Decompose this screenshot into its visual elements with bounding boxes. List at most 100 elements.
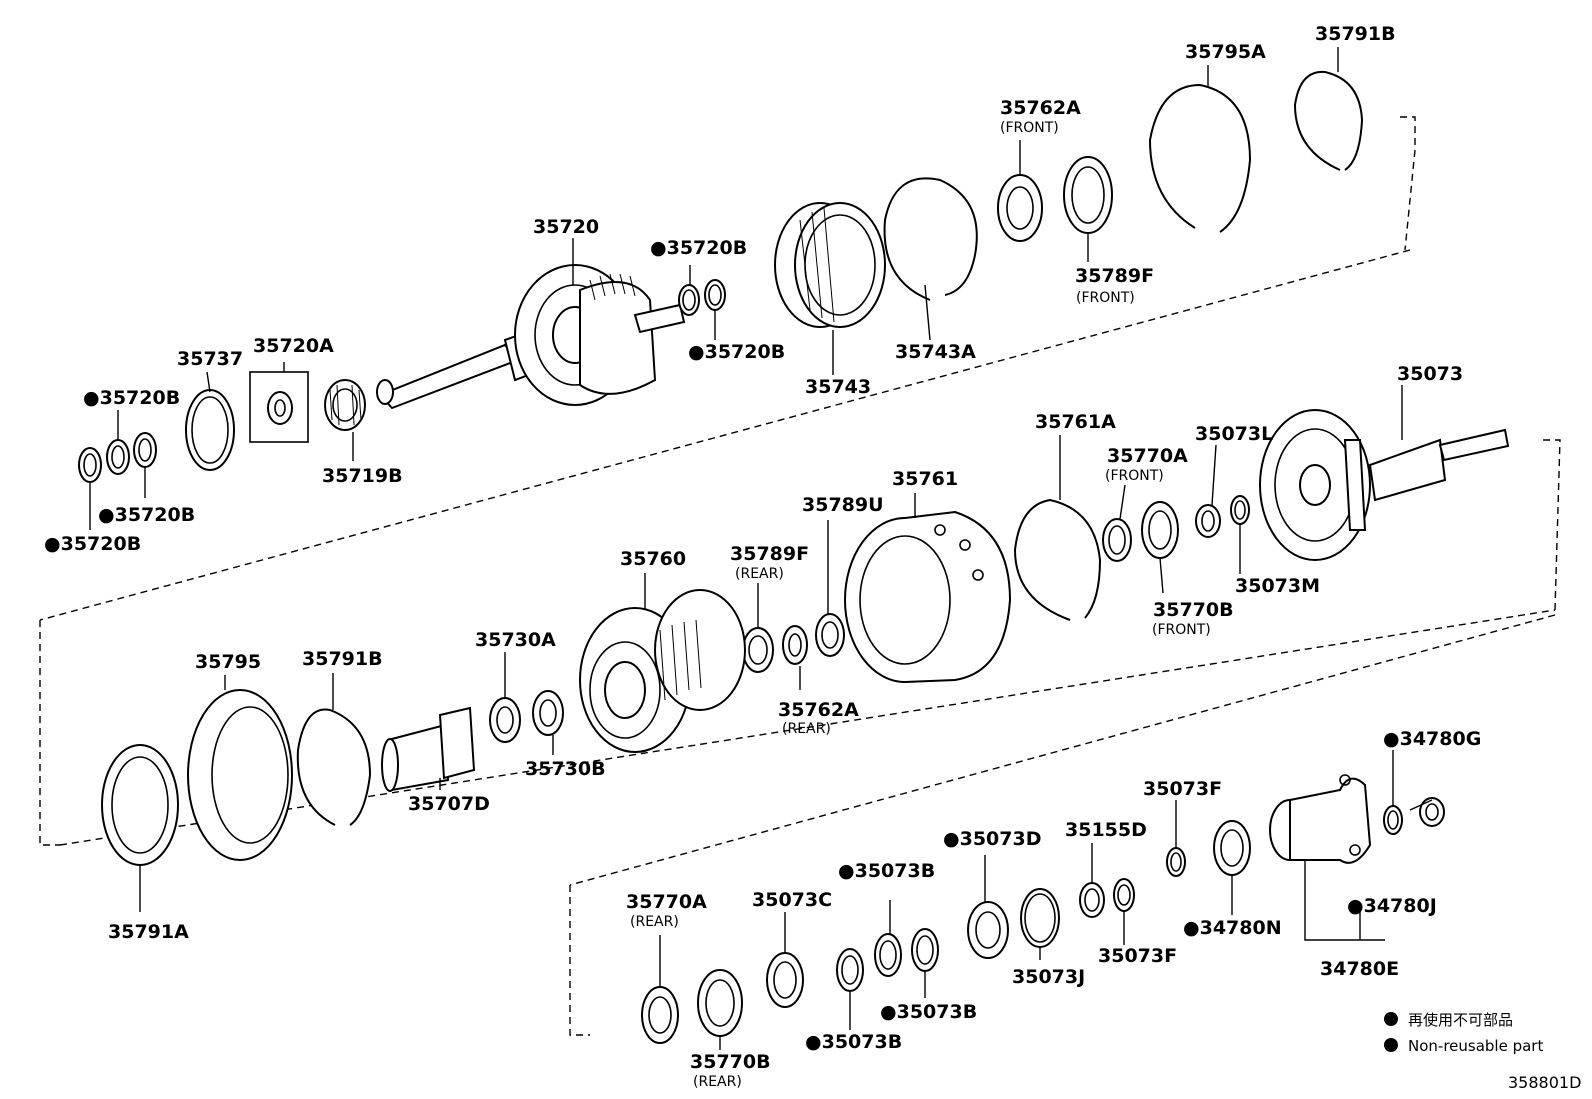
- diagram-code: 358801D: [1508, 1073, 1581, 1092]
- part-35760-planetary-carrier[interactable]: [579, 589, 746, 753]
- label-35073L: 35073L: [1195, 423, 1273, 445]
- nonreusable-dot: ●: [1383, 728, 1400, 750]
- part-35719B-bearing[interactable]: [324, 379, 366, 431]
- label-35762A-rear: 35762A: [778, 699, 859, 721]
- part-labels: 35720 35720A 35737 35719B ●35720B ●35720…: [44, 23, 1481, 1090]
- part-35761-clutch-drum[interactable]: [844, 510, 1012, 683]
- label-35737: 35737: [177, 348, 243, 370]
- legend-jp: 再使用不可部品: [1408, 1011, 1513, 1029]
- nonreusable-dot: ●: [650, 237, 667, 259]
- part-35730A-bearing[interactable]: [489, 697, 521, 743]
- part-35720B-washers-mid[interactable]: [678, 279, 726, 316]
- part-35073J-snap-ring[interactable]: [1020, 888, 1060, 948]
- part-35789U-washer[interactable]: [815, 613, 845, 657]
- label-35073J: 35073J: [1012, 966, 1085, 988]
- label-35720B-a: ●35720B: [83, 387, 180, 409]
- legend-dot-icon: [1384, 1038, 1398, 1052]
- label-35770A-rear-sub: (REAR): [630, 914, 679, 930]
- nonreusable-dot: ●: [83, 387, 100, 409]
- part-35789F-front-bearing[interactable]: [1063, 156, 1113, 234]
- label-35762A-front: 35762A: [1000, 97, 1081, 119]
- part-35770A-rear-race[interactable]: [641, 986, 679, 1044]
- label-35073C: 35073C: [752, 889, 832, 911]
- part-35730B-washer[interactable]: [532, 690, 564, 736]
- part-35073F-washer-upper[interactable]: [1166, 847, 1186, 877]
- part-35720A-needle-bearing[interactable]: [249, 371, 309, 443]
- legend-en: Non-reusable part: [1408, 1037, 1543, 1055]
- label-35720: 35720: [533, 216, 599, 238]
- part-34780J-washer[interactable]: [1383, 805, 1403, 835]
- label-34780J: ●34780J: [1347, 895, 1437, 917]
- part-35743A-snap-ring[interactable]: [883, 177, 978, 301]
- label-35789U: 35789U: [802, 494, 884, 516]
- part-35770B-front-bearing[interactable]: [1141, 501, 1179, 559]
- nonreusable-dot: ●: [880, 1001, 897, 1023]
- part-35743-ring-gear[interactable]: [774, 202, 886, 328]
- label-35770A-front: 35770A: [1107, 445, 1188, 467]
- part-35073F-washer-lower[interactable]: [1113, 878, 1135, 912]
- label-35791B-mid: 35791B: [302, 648, 383, 670]
- part-34780E-flange[interactable]: [1269, 774, 1372, 864]
- nonreusable-dot: ●: [838, 860, 855, 882]
- part-35073M-washer[interactable]: [1230, 495, 1250, 525]
- part-35155D-bearing[interactable]: [1079, 882, 1105, 918]
- nonreusable-dot: ●: [1347, 895, 1364, 917]
- label-34780G: ●34780G: [1383, 728, 1481, 750]
- label-35743A: 35743A: [895, 341, 976, 363]
- label-35791A: 35791A: [108, 921, 189, 943]
- label-35073M: 35073M: [1235, 575, 1320, 597]
- label-35770A-front-sub: (FRONT): [1105, 468, 1164, 484]
- label-35155D: 35155D: [1065, 819, 1147, 841]
- label-34780E: 34780E: [1320, 958, 1399, 980]
- label-35770B-front-sub: (FRONT): [1152, 622, 1211, 638]
- part-35720-planetary-shaft[interactable]: [376, 264, 686, 410]
- nonreusable-dot: ●: [44, 533, 61, 555]
- part-35791B-snap-ring-mid[interactable]: [296, 708, 372, 826]
- label-35789F-front: 35789F: [1075, 265, 1154, 287]
- part-35073C-bearing[interactable]: [766, 952, 804, 1008]
- label-35762A-front-sub: (FRONT): [1000, 120, 1059, 136]
- label-35073B-c: ●35073B: [805, 1031, 902, 1053]
- part-35737-snap-ring[interactable]: [185, 389, 235, 471]
- label-35707D: 35707D: [408, 793, 490, 815]
- label-35761: 35761: [892, 468, 958, 490]
- part-35073B-washers[interactable]: [836, 928, 939, 992]
- part-35789F-rear-bearing[interactable]: [742, 627, 774, 673]
- part-35073D-bearing[interactable]: [967, 901, 1009, 959]
- assembly-guide-lines: [39, 116, 1561, 1036]
- part-35791A-ring[interactable]: [101, 744, 179, 866]
- nonreusable-dot: ●: [943, 828, 960, 850]
- part-35707D-sun-gear[interactable]: [381, 706, 476, 792]
- part-35073-output-shaft[interactable]: [1259, 409, 1510, 561]
- label-35720A: 35720A: [253, 335, 334, 357]
- nonreusable-dot: ●: [805, 1031, 822, 1053]
- part-35761A-snap-ring[interactable]: [1013, 498, 1102, 621]
- label-35730A: 35730A: [475, 629, 556, 651]
- part-35795-reaction-gear[interactable]: [187, 689, 293, 861]
- label-35795A: 35795A: [1185, 41, 1266, 63]
- label-35730B: 35730B: [525, 758, 606, 780]
- label-35770B-front: 35770B: [1153, 599, 1234, 621]
- label-35760: 35760: [620, 548, 686, 570]
- part-35770A-front-race[interactable]: [1102, 518, 1132, 562]
- part-35795A-snap-ring[interactable]: [1148, 83, 1252, 233]
- part-35073L-bearing[interactable]: [1195, 504, 1221, 538]
- nonreusable-dot: ●: [688, 341, 705, 363]
- label-35743: 35743: [805, 376, 871, 398]
- label-34780N: ●34780N: [1183, 917, 1282, 939]
- part-35762A-front-washer[interactable]: [997, 174, 1043, 242]
- label-35073: 35073: [1397, 363, 1463, 385]
- part-34780N-oil-seal[interactable]: [1213, 820, 1251, 876]
- label-35719B: 35719B: [322, 465, 403, 487]
- legend: 再使用不可部品 Non-reusable part: [1384, 1011, 1543, 1055]
- part-35791B-snap-ring-top[interactable]: [1293, 70, 1364, 171]
- nonreusable-dot: ●: [1183, 917, 1200, 939]
- label-35770B-rear: 35770B: [690, 1051, 771, 1073]
- part-35762A-rear-washer[interactable]: [782, 625, 808, 665]
- label-35770A-rear: 35770A: [626, 891, 707, 913]
- part-34780G-nut[interactable]: [1419, 797, 1445, 827]
- label-35720B-e: ●35720B: [688, 341, 785, 363]
- part-35770B-rear-bearing[interactable]: [697, 969, 743, 1037]
- label-35770B-rear-sub: (REAR): [693, 1074, 742, 1090]
